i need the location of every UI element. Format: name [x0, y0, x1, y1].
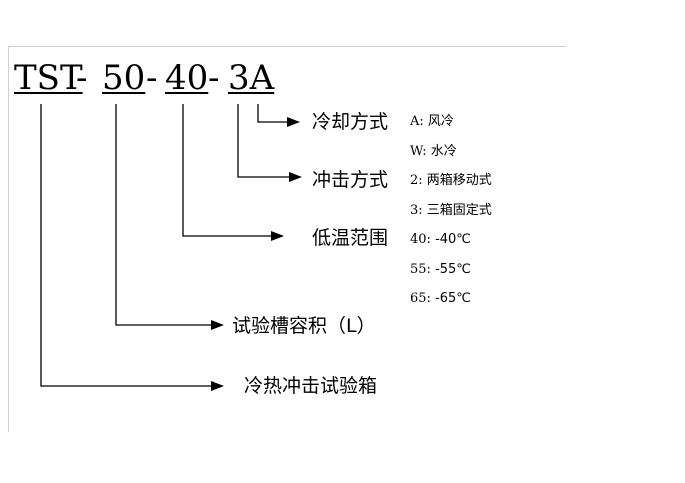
label-low-temp-range: 低温范围: [312, 227, 389, 249]
option-code: 40:: [410, 232, 431, 247]
model-code-impact-cooling: 3A: [228, 58, 275, 98]
model-code-dash-1: -: [76, 58, 88, 98]
option-impact-three-zone: 3: 三箱固定式: [410, 202, 492, 220]
model-code-dash-2: -: [146, 58, 158, 98]
option-code: A:: [410, 114, 424, 129]
label-cooling-method: 冷却方式: [312, 111, 389, 133]
model-code-volume: 50: [102, 58, 146, 98]
option-text: 风冷: [427, 114, 454, 129]
connector-product: [40, 104, 212, 387]
option-code: 3:: [410, 203, 423, 218]
option-code: 2:: [410, 173, 423, 188]
model-code-dash-3: -: [208, 58, 220, 98]
option-text: 水冷: [430, 144, 457, 159]
arrow-product: [211, 381, 224, 391]
arrow-impact: [289, 172, 302, 182]
arrow-temperature: [271, 231, 284, 241]
connector-cooling: [257, 104, 288, 123]
option-text: -65℃: [435, 291, 471, 306]
option-temp-55: 55: -55℃: [410, 261, 471, 279]
option-code: W:: [410, 144, 427, 159]
arrow-cooling: [287, 117, 300, 127]
option-text: 三箱固定式: [426, 203, 492, 218]
option-temp-65: 65: -65℃: [410, 290, 471, 308]
model-code-temperature: 40: [165, 58, 209, 98]
label-product-name: 冷热冲击试验箱: [244, 375, 378, 397]
arrow-volume: [211, 320, 224, 330]
option-text: -55℃: [435, 262, 471, 277]
option-cooling-air: A: 风冷: [410, 113, 454, 131]
option-code: 65:: [410, 291, 431, 306]
label-chamber-volume: 试验槽容积（L）: [232, 315, 376, 337]
option-text: -40℃: [435, 232, 471, 247]
option-impact-two-zone: 2: 两箱移动式: [410, 172, 492, 190]
frame-top-border: [8, 46, 566, 47]
option-code: 55:: [410, 262, 431, 277]
option-temp-40: 40: -40℃: [410, 231, 471, 249]
option-cooling-water: W: 水冷: [410, 143, 457, 161]
option-text: 两箱移动式: [426, 173, 492, 188]
connector-temperature: [182, 104, 272, 237]
model-code-series: TST: [14, 58, 83, 98]
label-impact-method: 冲击方式: [312, 169, 389, 191]
connector-volume: [115, 104, 212, 326]
connector-impact: [237, 104, 290, 178]
frame-left-border: [8, 46, 9, 432]
